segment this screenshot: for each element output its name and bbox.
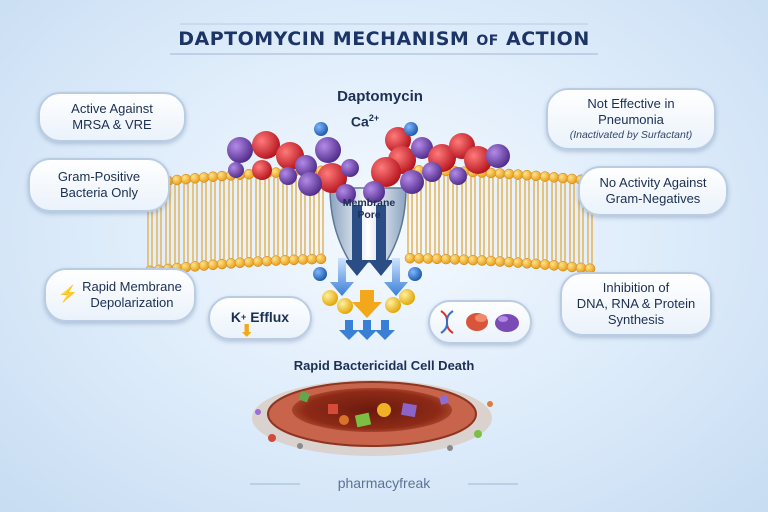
lipid-head [566, 261, 578, 273]
lipid-head [494, 256, 506, 267]
lipid-head [189, 173, 201, 184]
lipid-head [198, 172, 210, 183]
peptide-purple-sphere [449, 167, 467, 185]
efflux-arrows [330, 205, 408, 340]
lipid-head [521, 170, 533, 181]
lipid-head [494, 168, 506, 179]
peptide-purple-sphere [341, 159, 359, 177]
calcium-ion [314, 122, 328, 136]
down-arrow-icon: ⬇ [240, 323, 254, 340]
peptide-purple-sphere [227, 137, 253, 163]
lipid-head [413, 253, 425, 264]
ribosome-icon [466, 313, 488, 331]
lipid-head [530, 258, 542, 270]
callout-gram-negatives: No Activity Against Gram-Negatives [578, 166, 728, 216]
callout-depolarization: ⚡ Rapid Membrane Depolarization [44, 268, 196, 322]
lipid-head [530, 170, 542, 182]
peptide-purple-sphere [363, 181, 385, 203]
callout-synthesis-inhibition: Inhibition of DNA, RNA & Protein Synthes… [560, 272, 712, 336]
lipid-head [225, 258, 237, 269]
lipid-head [270, 255, 282, 266]
peptide-red-sphere [317, 163, 347, 193]
daptomycin-complex [227, 127, 510, 204]
lipid-head [243, 256, 255, 268]
lipid-head [440, 253, 452, 265]
potassium-ion [399, 289, 415, 305]
lipid-head [539, 259, 551, 270]
lipid-head [476, 255, 488, 266]
lightning-icon: ⚡ [58, 286, 79, 303]
lipid-head [288, 254, 300, 266]
ion [313, 267, 327, 281]
lipid-head [207, 259, 219, 271]
peptide-purple-sphere [295, 155, 317, 177]
lipid-head [503, 168, 515, 180]
outcome-label: Rapid Bactericidal Cell Death [293, 358, 475, 373]
lipid-head [485, 255, 497, 267]
synthesis-icons-panel [428, 300, 532, 344]
lipid-head [467, 254, 479, 266]
peptide-purple-sphere [279, 167, 297, 185]
lipid-head [404, 252, 416, 264]
lipid-head [261, 255, 273, 267]
callout-gram-positive: Gram-Positive Bacteria Only [28, 158, 170, 212]
potassium-ion [322, 290, 338, 306]
lipid-head [422, 253, 434, 264]
brand-watermark: pharmacyfreak [337, 475, 431, 491]
peptide-red-sphere [464, 146, 492, 174]
lipid-head [252, 256, 264, 267]
potassium-ion [385, 297, 401, 313]
lipid-head [512, 169, 524, 180]
peptide-red-sphere [252, 160, 272, 180]
page-title: DAPTOMYCIN MECHANISM OF ACTION [178, 28, 590, 50]
peptide-purple-sphere [486, 144, 510, 168]
lipid-head [306, 253, 318, 265]
peptide-purple-sphere [298, 172, 322, 196]
lipid-head [539, 171, 551, 182]
lipid-head [449, 254, 461, 265]
dna-icon [440, 310, 454, 334]
peptide-purple-sphere [400, 170, 424, 194]
lipid-head [503, 256, 515, 268]
protein-icon [495, 314, 519, 332]
lipid-head [234, 257, 246, 269]
potassium-ion [337, 298, 353, 314]
callout-mrsa-vre: Active Against MRSA & VRE [38, 92, 186, 142]
lipid-head [431, 253, 443, 265]
dying-cell [252, 380, 493, 456]
lipid-head [207, 171, 219, 183]
callout-pneumonia: Not Effective in Pneumonia (Inactivated … [546, 88, 716, 150]
lipid-head [566, 173, 578, 185]
calcium-ion [404, 122, 418, 136]
peptide-purple-sphere [336, 184, 356, 204]
calcium-label: Ca2+ [350, 113, 380, 130]
peptide-red-sphere [371, 157, 401, 187]
ion [408, 267, 422, 281]
lipid-head [297, 254, 309, 265]
lipid-head [279, 254, 291, 266]
lipid-head [180, 173, 192, 185]
peptide-purple-sphere [315, 137, 341, 163]
lipid-head [216, 170, 228, 182]
callout-k-efflux: K+ Efflux ⬇ [208, 296, 312, 340]
lipid-head [315, 253, 327, 265]
lipid-head [548, 260, 560, 271]
lipid-head [512, 257, 524, 268]
daptomycin-label: Daptomycin [337, 88, 423, 105]
lipid-head [521, 258, 533, 269]
lipid-head [458, 254, 470, 265]
lipid-head [189, 261, 201, 272]
lipid-head [557, 172, 569, 184]
lipid-head [216, 258, 228, 270]
peptide-red-sphere [252, 131, 280, 159]
lipid-head [557, 260, 569, 272]
peptide-purple-sphere [422, 162, 442, 182]
peptide-purple-sphere [411, 137, 433, 159]
peptide-purple-sphere [228, 162, 244, 178]
lipid-head [198, 260, 210, 271]
lipid-head [171, 174, 183, 186]
lipid-head [548, 172, 560, 183]
